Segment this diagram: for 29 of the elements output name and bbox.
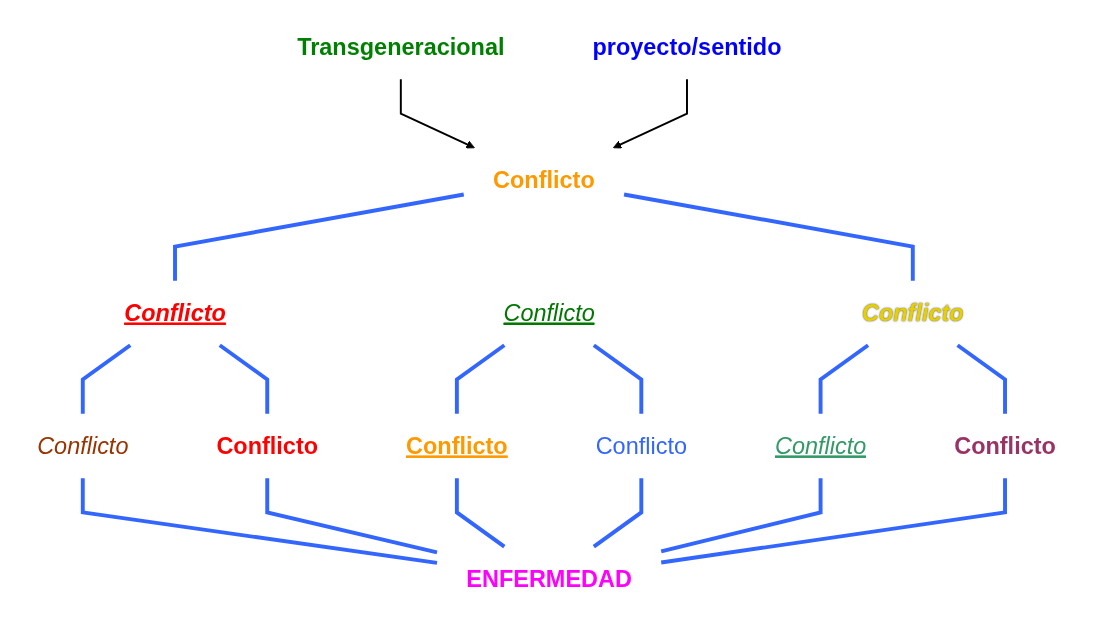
arrow [612,78,688,149]
arrow [399,78,475,149]
node-text: ENFERMEDAD [466,565,632,592]
node-text: Conflicto [595,432,687,459]
connector [592,478,644,549]
node-text: Conflicto [124,299,226,326]
node-text: Conflicto [954,432,1056,459]
node-text: Conflicto [406,432,508,459]
connector [173,192,465,281]
connector [454,343,506,414]
node-text: Conflicto [774,432,867,459]
connector [592,343,644,414]
connector [956,343,1007,414]
node-text: Conflicto [37,432,129,459]
connector [623,192,915,281]
connector [454,478,506,549]
node-text: Transgeneracional [297,33,505,60]
node-text: Conflicto [493,166,595,193]
connector [265,478,438,555]
connector [660,478,823,554]
connector [80,343,132,414]
node-text: Conflicto [503,299,595,326]
connector [80,478,438,565]
connector [218,343,270,414]
node-text: proyecto/sentido [592,33,782,60]
connector [660,478,1007,565]
connector [818,343,870,414]
node-text: Conflicto [861,299,964,326]
node-text: Conflicto [216,432,319,459]
